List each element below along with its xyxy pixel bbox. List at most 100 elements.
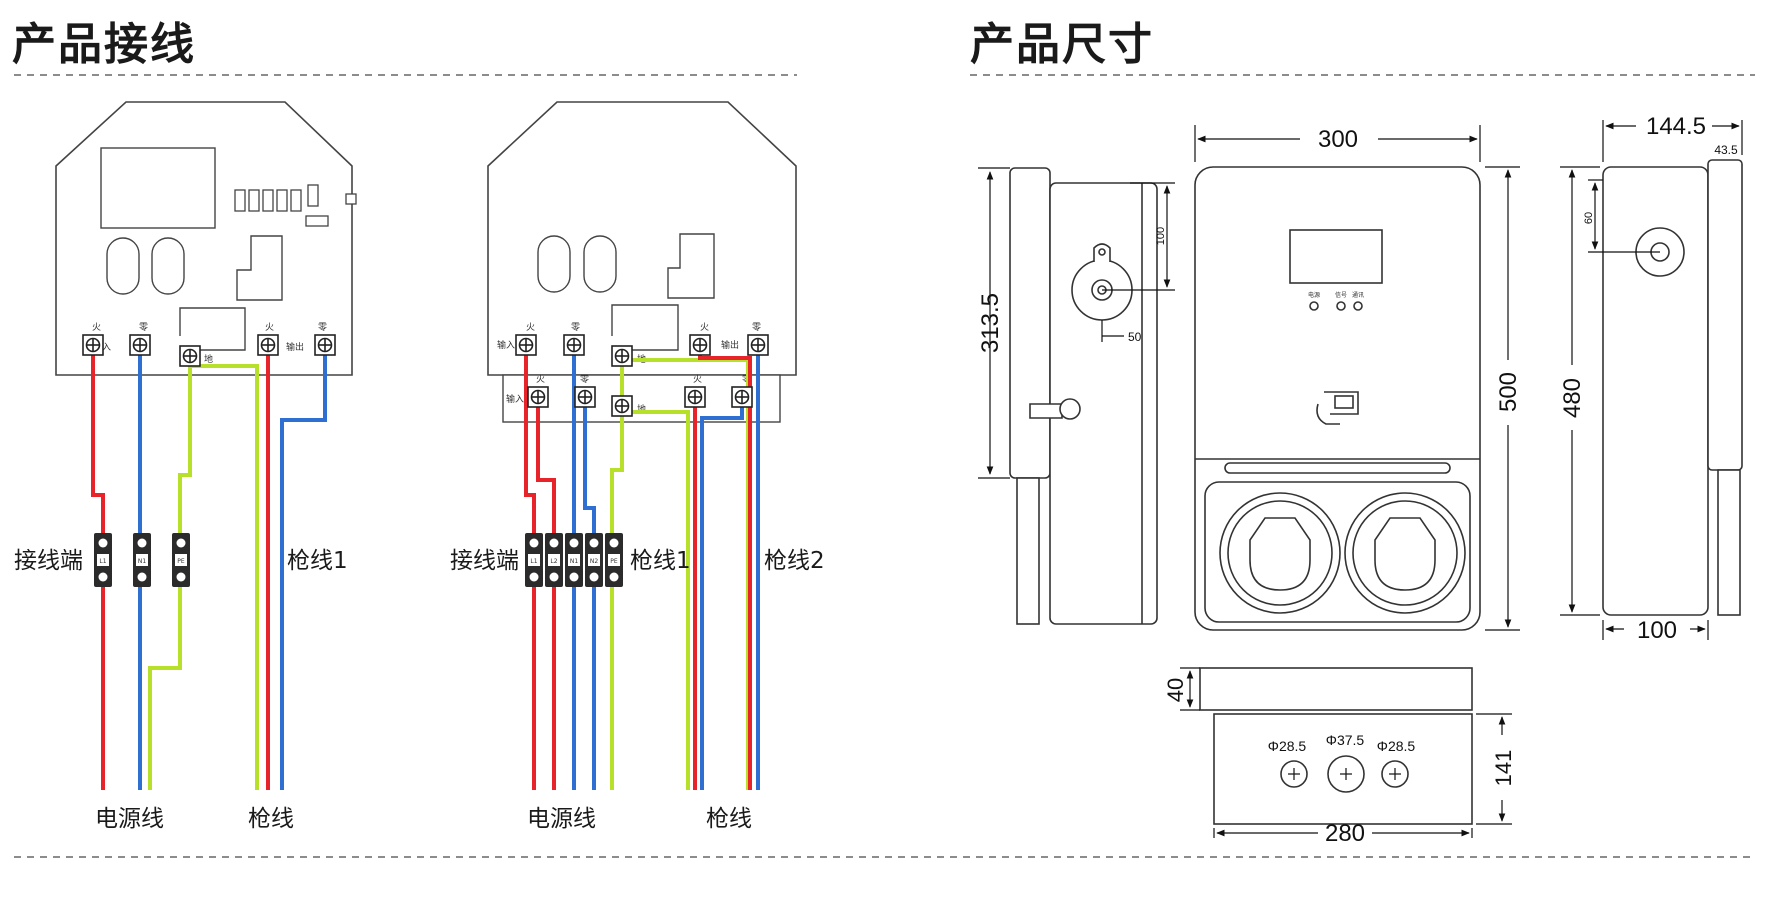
terminal-output-fire-2b	[684, 386, 706, 408]
terminal-output-fire-1	[257, 334, 279, 356]
terminal-label-2: 接线端	[450, 548, 519, 574]
terminal-output-fire-2a	[689, 334, 711, 356]
connector-pins-1	[234, 184, 357, 212]
fire-label-2d: 火	[693, 374, 702, 385]
front-light-bar	[1224, 462, 1451, 474]
dim-front-width: 300	[1318, 126, 1358, 153]
dim-cover-height: 40	[1163, 678, 1188, 702]
zero-label-2b: 零	[752, 322, 761, 333]
code-n2-2: N2	[590, 558, 598, 565]
fire-label-2a: 火	[526, 322, 535, 333]
oval-slot-left-2	[537, 235, 571, 293]
zero-label-2a: 零	[571, 322, 580, 333]
depth-bracket	[1707, 159, 1743, 471]
terminal-output-zero-1	[314, 334, 336, 356]
display-module-1	[100, 147, 216, 229]
power-label-1: 电源线	[95, 806, 164, 832]
dim-hole-offset: 100	[1155, 227, 1167, 245]
side-bracket	[1009, 167, 1051, 479]
dim-bottom-width: 280	[1325, 820, 1365, 847]
oval-slot-right-2	[583, 235, 617, 293]
code-pe-2: PE	[610, 558, 618, 565]
terminal-input-fire-2b	[527, 386, 549, 408]
zero-label-1a: 零	[139, 322, 148, 333]
ground-label-1: 地	[204, 353, 213, 365]
side-view	[1009, 167, 1158, 625]
hole-crosses	[1288, 768, 1401, 780]
wire-red-l2-2	[536, 402, 556, 790]
front-screen	[1289, 229, 1383, 284]
fire-label-2b: 火	[700, 322, 709, 333]
dim-front-height: 500	[1495, 372, 1522, 412]
chip-1	[305, 215, 329, 227]
cover-top	[1199, 667, 1473, 711]
power-label-2: 电源线	[527, 806, 596, 832]
indicator-comm-label: 通讯	[1352, 291, 1364, 299]
gun-wire1-label-2: 枪线1	[630, 548, 691, 574]
terminal-ground-2b	[611, 395, 633, 417]
dim-hole-3: Φ28.5	[1377, 738, 1416, 754]
dim-depth-top: 43.5	[1714, 143, 1738, 157]
socket-right-inner	[1374, 517, 1436, 591]
wire-yg-gun1-2	[622, 410, 690, 790]
terminal-ground-2a	[611, 345, 633, 367]
output-label-2a: 输出	[721, 339, 739, 351]
fire-label-1a: 火	[92, 322, 101, 333]
dimensions-section-title: 产品尺寸	[970, 19, 1154, 70]
output-label-1: 输出	[286, 341, 304, 353]
wire-red-l1-2	[524, 350, 536, 790]
code-l1-2: L1	[530, 558, 537, 565]
zero-label-1b: 零	[318, 322, 327, 333]
cover-view	[1199, 667, 1473, 825]
code-n1-1: N1	[138, 558, 146, 565]
terminal-input-fire-2a	[515, 334, 537, 356]
code-l2-2: L2	[550, 558, 557, 565]
terminal-input-fire-1	[82, 334, 104, 356]
side-dimensions	[978, 167, 1175, 479]
side-bracket-foot	[1016, 477, 1040, 625]
dim-depth-hole: 60	[1583, 212, 1595, 224]
wire-yg-gun2-2	[622, 358, 750, 790]
code-pe-1: PE	[177, 558, 185, 565]
ground-bracket-2	[611, 304, 679, 351]
code-l1-1: L1	[99, 558, 106, 565]
side-hinge	[1029, 403, 1063, 419]
terminal-input-zero-2a	[563, 334, 585, 356]
relay-outline-1	[236, 235, 283, 301]
terminal-input-zero-1	[129, 334, 151, 356]
wire-yg-gun-1	[190, 364, 259, 790]
circuit-board-1	[55, 101, 353, 376]
wiring-diagram-single: 输入 火 零 火 零 输出 地 L1 N1 PE 接线端 枪线1 电源线 枪线	[14, 101, 357, 832]
depth-view	[1602, 159, 1743, 616]
oval-slot-right-1	[151, 237, 185, 295]
ground-label-2b: 地	[637, 403, 646, 415]
oval-slot-left-1	[106, 237, 140, 295]
wire-blue-n2-2	[583, 402, 596, 790]
gun-label-1: 枪线	[248, 806, 294, 832]
gun-wire2-label-2: 枪线2	[764, 548, 825, 574]
zero-label-2c: 零	[580, 374, 589, 385]
indicator-signal-label: 信号	[1335, 291, 1347, 299]
relay-outline-2	[667, 233, 715, 299]
card-reader-icon	[1316, 391, 1359, 425]
wire-red-input-1	[91, 350, 105, 790]
wiring-diagram-dual: 火 零 输入 火 零 输出 地 火 零 输入 火 零 地	[450, 101, 825, 832]
dim-bottom-height: 141	[1491, 750, 1516, 787]
fire-label-2c: 火	[536, 374, 545, 385]
ground-bracket-1	[179, 307, 246, 351]
dim-depth-bottom: 100	[1637, 617, 1677, 644]
terminal-ground-1	[179, 345, 201, 367]
indicator-power-label: 电源	[1308, 291, 1320, 299]
terminal-output-zero-2a	[747, 334, 769, 356]
dim-hole-2: Φ37.5	[1326, 732, 1365, 748]
wiring-section-title: 产品接线	[12, 19, 196, 70]
terminal-label-1: 接线端	[14, 548, 83, 574]
socket-left-inner	[1249, 517, 1311, 591]
gun-wire-label-1: 枪线1	[287, 548, 348, 574]
code-n1-2: N1	[570, 558, 578, 565]
dim-lock-width: 50	[1128, 330, 1142, 344]
dim-side-height: 313.5	[977, 293, 1004, 353]
gun-label-2: 枪线	[706, 806, 752, 832]
dim-hole-1: Φ28.5	[1268, 738, 1307, 754]
